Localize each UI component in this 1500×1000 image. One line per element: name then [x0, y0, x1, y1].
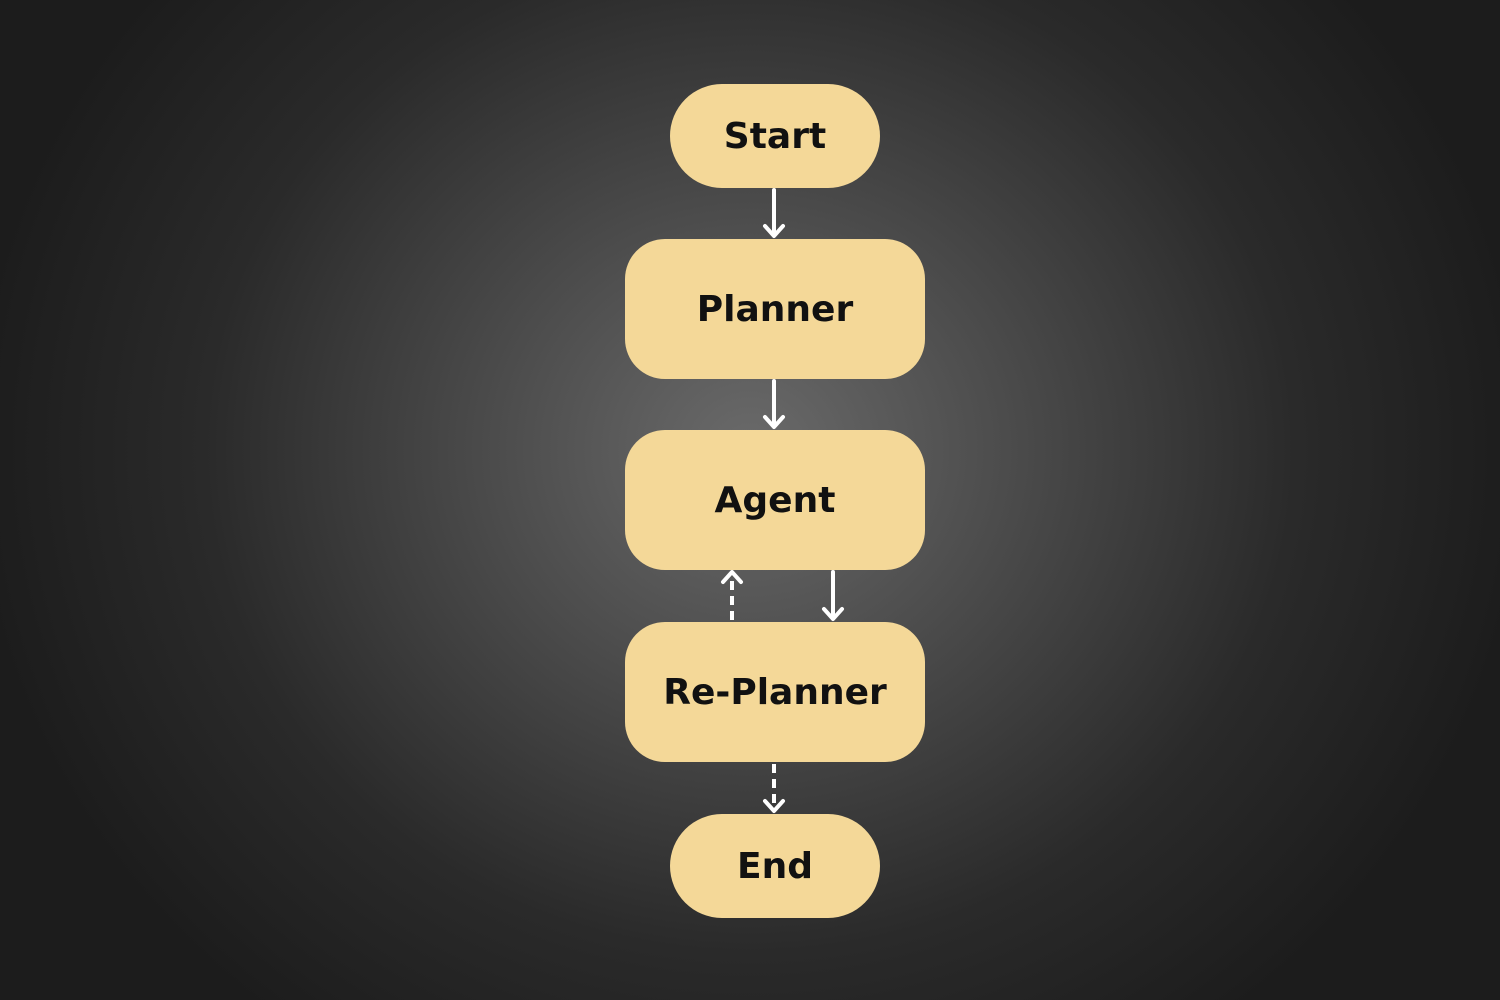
- node-replanner: Re-Planner: [625, 622, 925, 762]
- edge-replanner-end: [763, 764, 785, 813]
- node-agent: Agent: [625, 430, 925, 570]
- node-planner: Planner: [625, 239, 925, 379]
- node-start-label: Start: [723, 115, 827, 157]
- node-start: Start: [670, 84, 880, 188]
- node-end: End: [670, 814, 880, 918]
- edge-replanner-agent: [721, 570, 743, 620]
- edge-planner-agent: [763, 379, 785, 429]
- node-planner-label: Planner: [696, 288, 854, 330]
- node-end-label: End: [737, 845, 813, 887]
- edge-agent-replanner: [822, 570, 844, 621]
- node-agent-label: Agent: [714, 479, 836, 521]
- node-replanner-label: Re-Planner: [663, 671, 887, 713]
- edge-start-planner: [763, 188, 785, 238]
